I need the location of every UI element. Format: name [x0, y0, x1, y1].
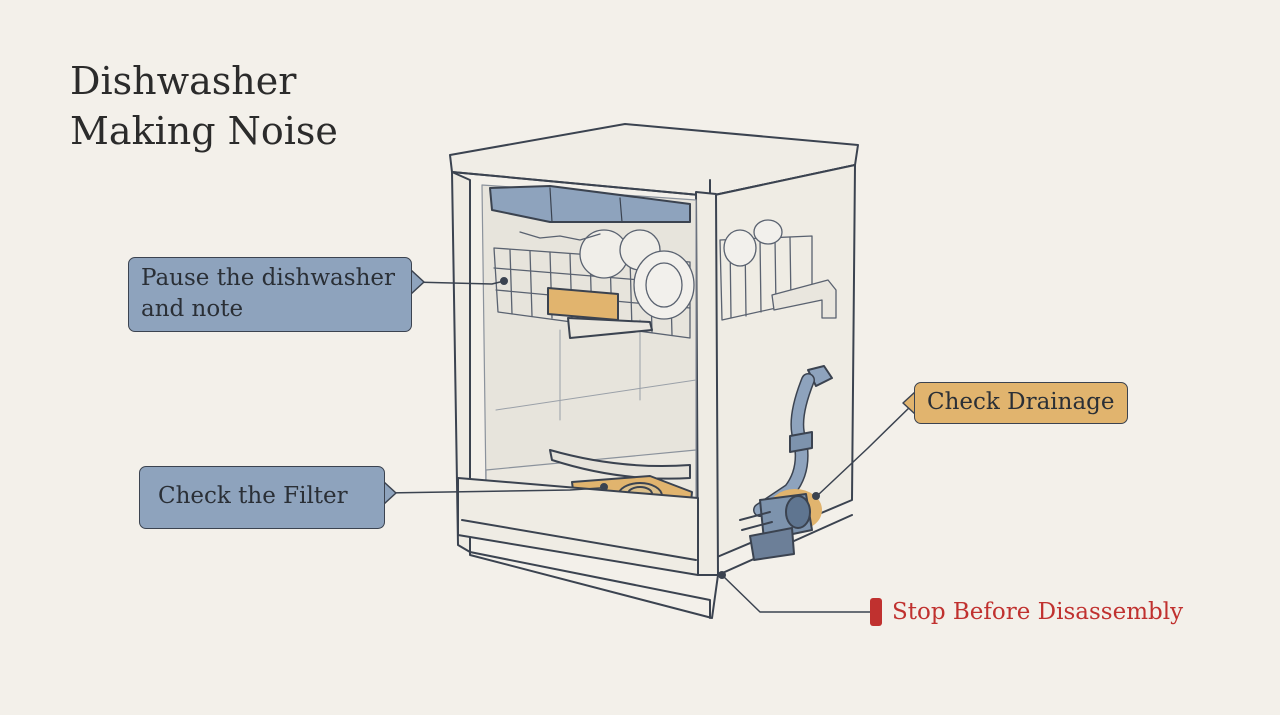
spray-arm-icon [549, 449, 691, 480]
drain-pump-icon [739, 489, 822, 561]
callout-pause-and-note: Pause the dishwasher and note [128, 257, 412, 332]
detergent-cup [547, 287, 619, 321]
title-line-1: Dishwasher [70, 59, 297, 103]
drain-hose-icon [753, 365, 833, 517]
diagram-title: Dishwasher Making Noise [70, 56, 338, 156]
callout-pause-label: Pause the dishwasher and note [141, 265, 395, 322]
callout-filter-label: Check the Filter [158, 483, 348, 509]
callout-drainage-label: Check Drainage [927, 389, 1115, 415]
title-line-2: Making Noise [70, 109, 338, 153]
callout-check-filter: Check the Filter [139, 466, 385, 529]
callout-check-drainage: Check Drainage [914, 382, 1128, 424]
stop-warning: Stop Before Disassembly [870, 595, 1183, 629]
warning-marker-icon [870, 598, 882, 626]
upper-spray-bar [489, 185, 691, 223]
dish-rack-icon [493, 229, 695, 339]
stop-warning-label: Stop Before Disassembly [892, 599, 1184, 625]
